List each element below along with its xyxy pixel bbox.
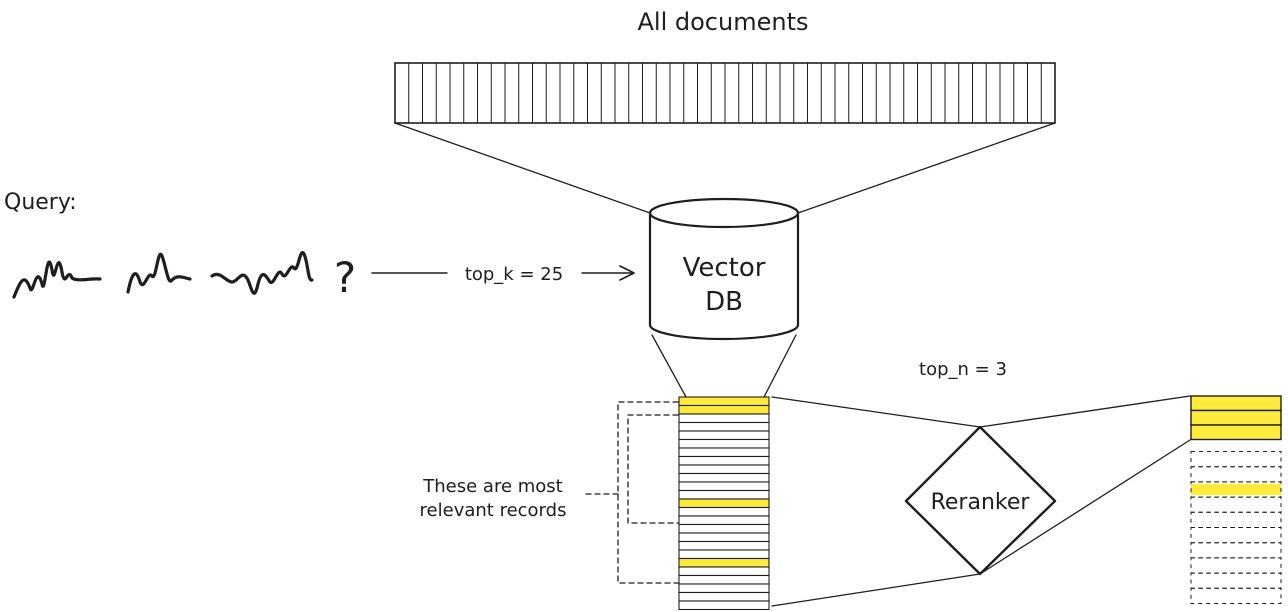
annotation-line2: relevant records — [420, 500, 567, 521]
retrieved-record — [678, 455, 770, 466]
dropped-record — [1190, 527, 1282, 544]
title-all-documents: All documents — [638, 8, 809, 36]
reranked-record — [1190, 395, 1282, 412]
reranked-record — [1190, 409, 1282, 426]
relevance-brackets: These are most relevant records — [420, 401, 679, 584]
query-scribble-word-2-icon — [126, 252, 192, 294]
retrieved-record — [678, 447, 770, 458]
retrieved-record — [678, 540, 770, 551]
bracket-outer — [617, 401, 679, 584]
retrieved-record — [678, 438, 770, 449]
retrieved-record — [678, 583, 770, 594]
reranker-label: Reranker — [931, 490, 1031, 515]
retrieved-record-highlighted — [678, 404, 770, 415]
dropped-record-highlighted — [1191, 483, 1281, 496]
dropped-record — [1190, 451, 1282, 468]
top-k-arrow: top_k = 25 — [371, 264, 635, 285]
query-label: Query: — [4, 190, 77, 215]
funnel-right-line — [797, 122, 1056, 214]
reranker: Reranker — [904, 425, 1057, 576]
retrieved-record — [678, 421, 770, 432]
retrieved-record — [678, 489, 770, 500]
retrieved-record — [678, 566, 770, 577]
list-to-reranker-top — [771, 396, 981, 428]
retrieved-record — [678, 515, 770, 526]
dropped-record — [1190, 511, 1282, 528]
retrieved-record-highlighted — [678, 396, 770, 407]
all-documents-strip — [394, 62, 1056, 124]
retrieved-record — [678, 472, 770, 483]
reranker-connectors — [771, 395, 1191, 607]
dropped-record — [1190, 587, 1282, 604]
documents-funnel — [394, 122, 1056, 214]
retrieved-record — [678, 591, 770, 602]
retrieved-record — [678, 532, 770, 543]
retrieved-record — [678, 600, 770, 611]
reranker-diamond — [904, 425, 1057, 576]
list-to-reranker-bottom — [771, 573, 981, 607]
dropped-record — [1190, 557, 1282, 574]
query-question-mark: ? — [334, 253, 356, 302]
retrieved-record — [678, 430, 770, 441]
dropped-record — [1190, 466, 1282, 483]
retrieved-records-list — [678, 396, 770, 611]
top-k-arrowhead-icon — [619, 265, 635, 281]
bracket-inner — [627, 414, 679, 524]
vector-db-label-line1: Vector — [683, 253, 766, 283]
retrieved-record — [678, 464, 770, 475]
dropped-record — [1190, 542, 1282, 559]
retrieved-record-highlighted — [678, 498, 770, 509]
top-k-label: top_k = 25 — [465, 264, 563, 285]
vector-db: Vector DB — [648, 197, 800, 341]
db-funnel-right-line — [763, 334, 797, 398]
retrieved-record — [678, 506, 770, 517]
db-funnel-left-line — [651, 334, 687, 398]
vector-db-body — [648, 211, 800, 341]
funnel-left-line — [394, 122, 651, 214]
reranker-to-output-top — [979, 395, 1191, 428]
retrieved-record — [678, 574, 770, 585]
retrieved-record — [678, 413, 770, 424]
reranked-output-list — [1190, 395, 1282, 604]
dropped-record — [1190, 572, 1282, 589]
db-funnel — [651, 334, 797, 398]
dropped-record — [1190, 496, 1282, 513]
retrieved-record — [678, 481, 770, 492]
reranker-to-output-bottom — [979, 439, 1191, 575]
annotation-line1: These are most — [422, 476, 562, 497]
retrieved-record — [678, 523, 770, 534]
query-scribble-word-3-icon — [210, 250, 314, 295]
retrieved-record — [678, 549, 770, 560]
query-scribble: ? — [12, 250, 356, 302]
vector-db-top — [648, 197, 800, 229]
vector-db-label-line2: DB — [705, 287, 743, 317]
reranked-record — [1190, 424, 1282, 441]
retrieved-record-highlighted — [678, 557, 770, 568]
dropped-record — [1190, 481, 1282, 498]
query-scribble-word-1-icon — [12, 260, 102, 299]
top-n-label: top_n = 3 — [919, 359, 1007, 380]
